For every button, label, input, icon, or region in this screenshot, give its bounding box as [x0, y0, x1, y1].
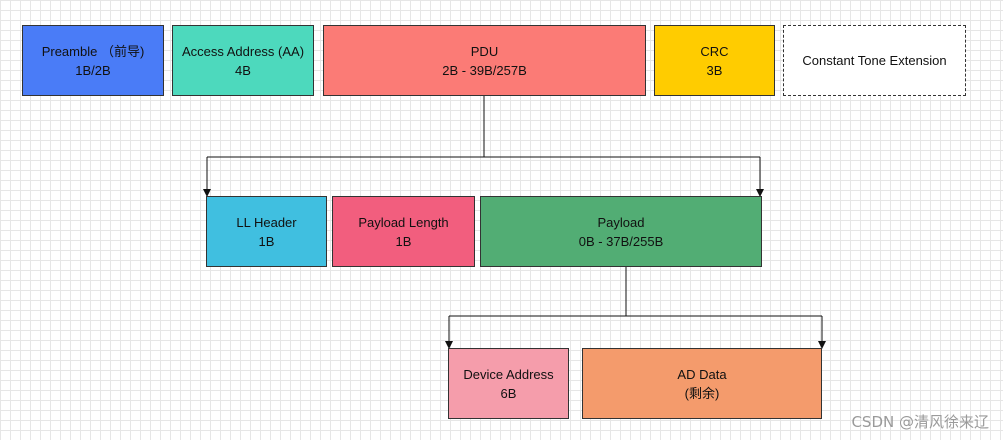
payload-length-box: Payload Length 1B — [332, 196, 475, 267]
constant-tone-extension-box: Constant Tone Extension — [783, 25, 966, 96]
cte-label: Constant Tone Extension — [802, 53, 947, 68]
preamble-label: Preamble （前导) — [41, 43, 145, 59]
watermark: CSDN @清风徐来辽 — [851, 413, 989, 431]
payload-length-size: 1B — [395, 233, 412, 249]
access-address-label: Access Address (AA) — [181, 43, 305, 59]
ll-header-size: 1B — [258, 233, 275, 249]
device-address-label: Device Address — [463, 366, 554, 382]
ll-header-label: LL Header — [236, 214, 297, 230]
ad-data-size: (剩余) — [684, 385, 720, 401]
pdu-size: 2B - 39B/257B — [442, 62, 527, 78]
crc-size: 3B — [706, 62, 723, 78]
payload-length-label: Payload Length — [358, 214, 449, 230]
preamble-box: Preamble （前导) 1B/2B — [22, 25, 164, 96]
payload-size: 0B - 37B/255B — [578, 233, 664, 249]
ad-data-label: AD Data — [677, 366, 727, 382]
crc-box: CRC 3B — [654, 25, 775, 96]
payload-label: Payload — [597, 214, 645, 230]
device-address-box: Device Address 6B — [448, 348, 569, 419]
ll-header-box: LL Header 1B — [206, 196, 327, 267]
payload-connector — [445, 267, 826, 349]
pdu-label: PDU — [470, 43, 499, 59]
pdu-box: PDU 2B - 39B/257B — [323, 25, 646, 96]
access-address-size: 4B — [235, 62, 251, 78]
pdu-connector — [203, 96, 764, 197]
access-address-box: Access Address (AA) 4B — [172, 25, 314, 96]
device-address-size: 6B — [500, 385, 517, 401]
preamble-size: 1B/2B — [75, 62, 111, 78]
payload-box: Payload 0B - 37B/255B — [480, 196, 762, 267]
ad-data-box: AD Data (剩余) — [582, 348, 822, 419]
crc-label: CRC — [700, 43, 729, 59]
